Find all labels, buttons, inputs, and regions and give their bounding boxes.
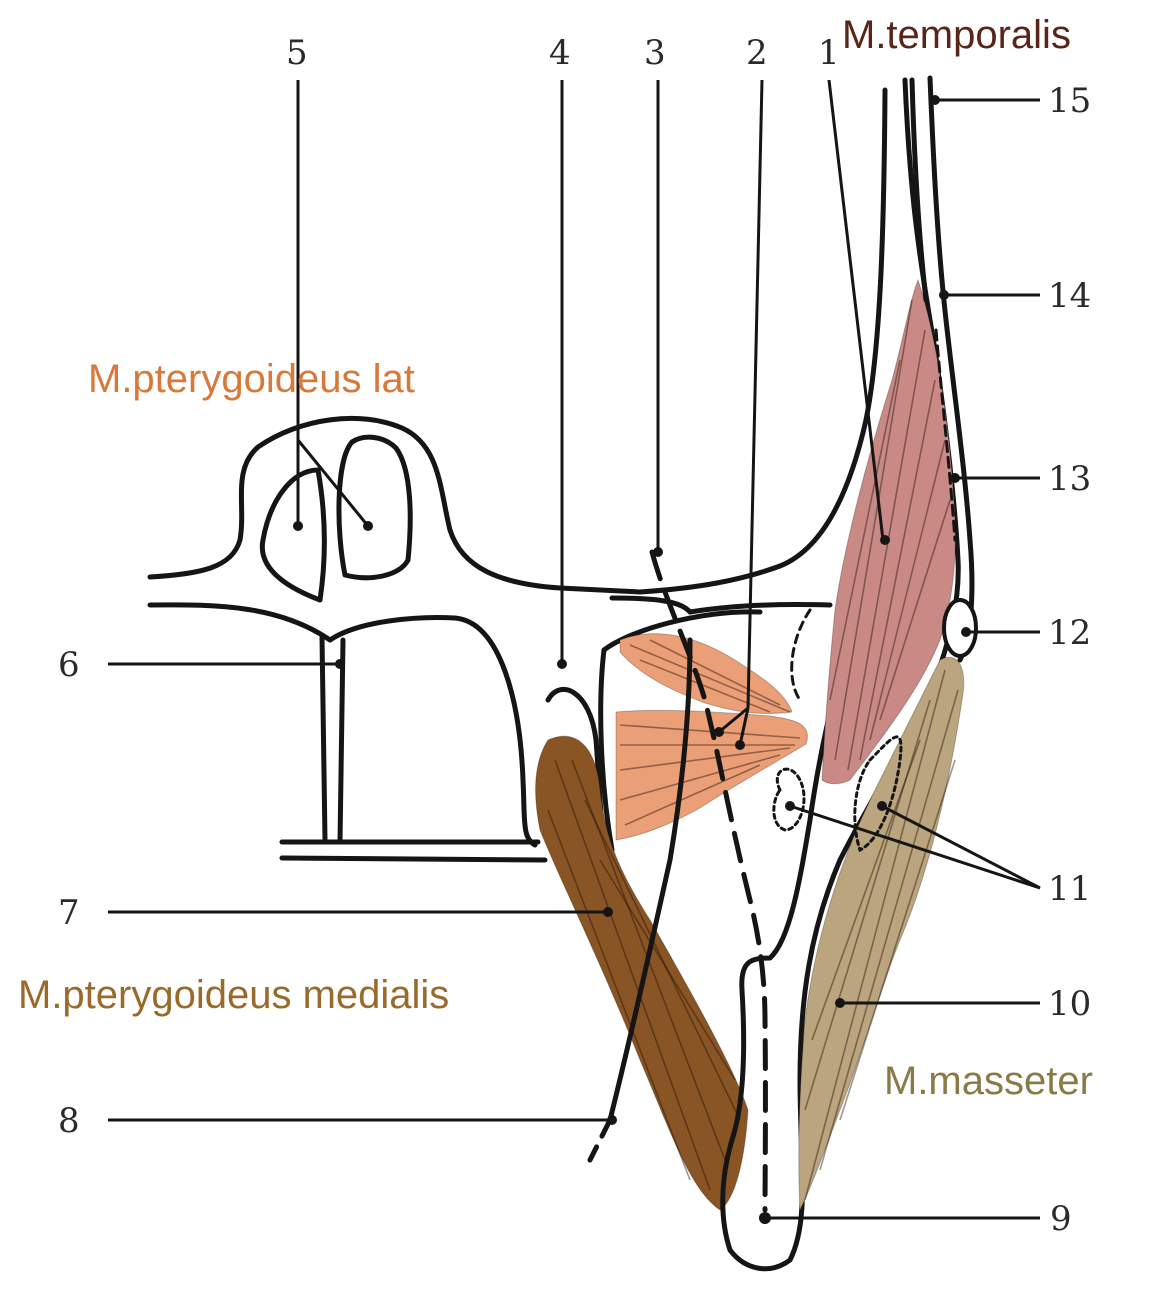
label-13: 13 — [1048, 459, 1091, 499]
label-4: 4 — [549, 33, 571, 73]
label-9: 9 — [1050, 1199, 1072, 1239]
label-15: 15 — [1048, 81, 1091, 121]
label-7: 7 — [58, 893, 80, 933]
label-m-pterygoideus-lat: M.pterygoideus lat — [88, 357, 415, 401]
label-3: 3 — [644, 33, 666, 73]
label-2: 2 — [746, 33, 768, 73]
label-5: 5 — [286, 33, 308, 73]
label-m-temporalis: M.temporalis — [842, 13, 1071, 57]
label-11: 11 — [1048, 869, 1091, 909]
zygomatic-arch-section — [944, 600, 976, 656]
label-1: 1 — [818, 33, 840, 73]
label-m-pterygoideus-medialis: M.pterygoideus medialis — [18, 973, 449, 1017]
label-8: 8 — [58, 1101, 80, 1141]
label-12: 12 — [1048, 613, 1091, 653]
label-10: 10 — [1048, 984, 1091, 1024]
label-14: 14 — [1048, 276, 1091, 316]
label-6: 6 — [58, 645, 80, 685]
label-m-masseter: M.masseter — [884, 1059, 1093, 1103]
